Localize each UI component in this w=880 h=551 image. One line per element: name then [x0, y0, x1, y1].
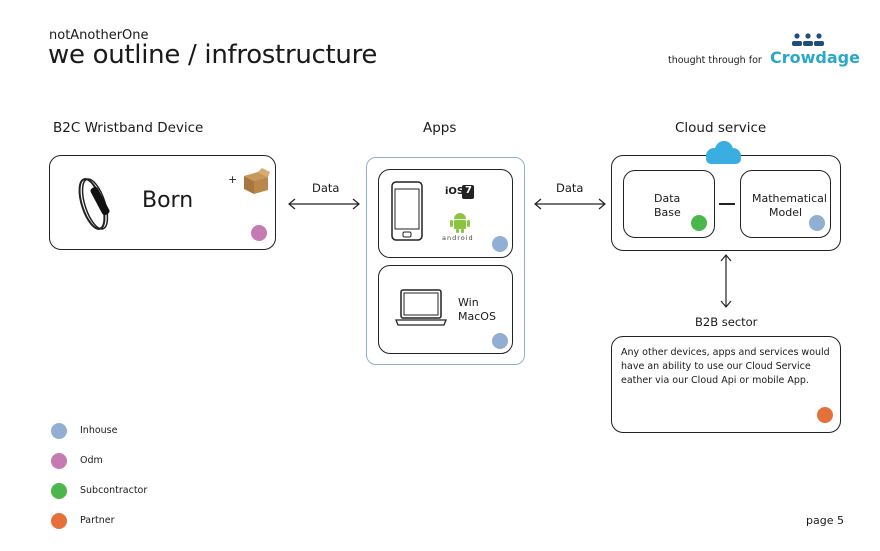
odm-dot	[251, 225, 267, 241]
inhouse-dot-model	[809, 215, 825, 231]
ios-version-badge: 7	[462, 185, 474, 199]
brand-name: Crowdage	[770, 48, 860, 67]
b2b-heading: B2B sector	[695, 315, 758, 329]
data-label-right: Data	[556, 181, 584, 195]
wristband-device-box: Born +	[49, 155, 276, 250]
model-line2: Model	[769, 206, 803, 219]
legend-label-inhouse: Inhouse	[80, 425, 118, 436]
apps-heading: Apps	[423, 120, 457, 136]
cloud-heading: Cloud service	[675, 120, 767, 136]
wristband-icon	[78, 178, 110, 230]
desktop-apps-box: Win MacOS	[378, 265, 513, 354]
partner-dot	[817, 407, 833, 423]
product-name: Born	[142, 188, 194, 213]
ios-label: iOS	[445, 186, 465, 197]
inhouse-dot-mobile	[492, 236, 508, 252]
mobile-apps-box: iOS 7 android	[378, 169, 513, 258]
laptop-icon	[395, 289, 447, 326]
credit-text: thought through for	[668, 55, 762, 66]
database-box: Data Base	[623, 170, 715, 238]
database-line2: Base	[654, 206, 681, 219]
inhouse-dot-desktop	[492, 333, 508, 349]
legend-label-subcontractor: Subcontractor	[80, 485, 148, 496]
legend-swatch-inhouse	[51, 423, 67, 439]
bidirectional-arrow-vertical	[720, 254, 732, 308]
device-heading: B2C Wristband Device	[53, 120, 204, 136]
smartphone-icon	[391, 181, 423, 241]
box-icon	[244, 168, 270, 194]
subcontractor-dot	[691, 215, 707, 231]
android-label: android	[442, 234, 474, 242]
page-title: we outline / infrostructure	[48, 40, 378, 70]
win-label: Win	[458, 296, 479, 309]
apps-container	[366, 157, 525, 365]
bidirectional-arrow-right	[534, 198, 606, 210]
android-icon	[450, 213, 470, 233]
plus-sign: +	[228, 173, 238, 186]
crowd-people-icon	[792, 33, 824, 46]
b2b-text-line2: have an ability to use our Cloud Service	[621, 361, 811, 372]
legend-label-partner: Partner	[80, 515, 115, 526]
legend-label-odm: Odm	[80, 455, 103, 466]
b2b-text-line1: Any other devices, apps and services wou…	[621, 347, 830, 358]
legend-swatch-subcontractor	[51, 483, 67, 499]
database-line1: Data	[654, 192, 681, 205]
connector-dash	[719, 203, 735, 205]
company-name: notAnotherOne	[49, 28, 149, 43]
legend-swatch-partner	[51, 513, 67, 529]
b2b-text-line3: eather via our Cloud Api or mobile App.	[621, 375, 809, 386]
ios-version: 7	[465, 185, 472, 196]
bidirectional-arrow-left	[288, 198, 360, 210]
model-box: Mathematical Model	[740, 170, 831, 238]
macos-label: MacOS	[458, 310, 496, 323]
page-number: page 5	[806, 514, 844, 527]
cloud-icon	[706, 141, 741, 164]
b2b-box: Any other devices, apps and services wou…	[611, 336, 841, 433]
data-label-left: Data	[312, 181, 340, 195]
legend-swatch-odm	[51, 453, 67, 469]
model-line1: Mathematical	[752, 192, 827, 205]
